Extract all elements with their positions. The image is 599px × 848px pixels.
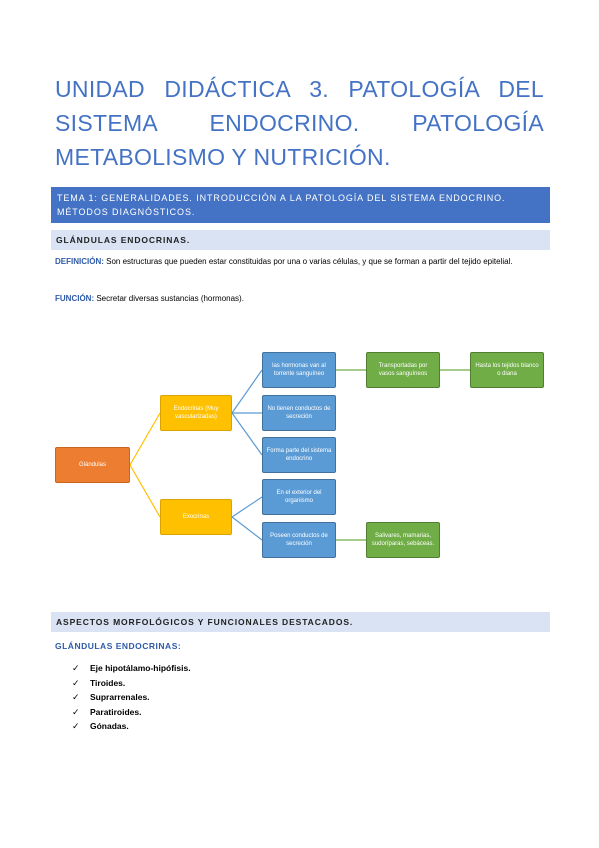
topic-banner: TEMA 1: GENERALIDADES. INTRODUCCIÓN A LA… [51, 187, 550, 223]
connector-exo-2 [231, 516, 263, 541]
node-endo-hormonas: las hormonas van al torrente sanguíneo [262, 352, 336, 388]
node-tejidos-diana: Hasta los tejidos blanco o diana [470, 352, 544, 388]
check-icon: ✓ [72, 663, 80, 673]
list-item: ✓Tiroides. [72, 676, 191, 691]
title-line-2: SISTEMA ENDOCRINO. PATOLOGÍA [55, 110, 544, 136]
check-icon: ✓ [72, 706, 80, 717]
list-item: ✓Eje hipotálamo-hipófisis. [72, 661, 191, 676]
topic-banner-line-2: MÉTODOS DIAGNÓSTICOS. [57, 207, 196, 217]
connector-root-endocrinas [129, 412, 161, 466]
node-exo-exterior: En el exterior del organismo [262, 479, 336, 515]
section-heading-aspectos: ASPECTOS MORFOLÓGICOS Y FUNCIONALES DEST… [51, 612, 550, 632]
section-heading-glandulas: GLÁNDULAS ENDOCRINAS. [51, 230, 550, 250]
definition-label: DEFINICIÓN: [55, 257, 104, 266]
node-exocrinas: Exocrinas [160, 499, 232, 535]
list-item: ✓Gónadas. [72, 719, 191, 734]
connector-exo-1 [231, 496, 263, 518]
topic-banner-line-1: TEMA 1: GENERALIDADES. INTRODUCCIÓN A LA… [57, 193, 506, 203]
connector-root-exocrinas [129, 464, 161, 518]
title-line-3: METABOLISMO Y NUTRICIÓN. [55, 144, 391, 170]
check-icon: ✓ [72, 677, 80, 688]
node-endocrinas: Endocrinas (Muy vascularizadas) [160, 395, 232, 431]
check-icon: ✓ [72, 721, 80, 731]
connector-endo-1 [231, 369, 263, 414]
list-item: ✓Paratiroides. [72, 705, 191, 720]
node-glandulas: Glándulas [55, 447, 130, 483]
connector-endo-3 [231, 412, 263, 456]
node-exo-conductos: Poseen conductos de secreción [262, 522, 336, 558]
title-line-1: UNIDAD DIDÁCTICA 3. PATOLOGÍA DEL [55, 76, 544, 102]
definition-text: Son estructuras que pueden estar constit… [103, 257, 513, 266]
node-endo-sistema: Forma parte del sistema endocrino [262, 437, 336, 473]
function-paragraph: FUNCIÓN: Secretar diversas sustancias (h… [55, 291, 545, 306]
node-endo-sin-conductos: No tienen conductos de secreción [262, 395, 336, 431]
function-text: Secretar diversas sustancias (hormonas). [94, 294, 244, 303]
check-icon: ✓ [72, 692, 80, 702]
node-exo-ejemplos: Salivares, mamarias, sudoríparas, sebáce… [366, 522, 440, 558]
document-title: UNIDAD DIDÁCTICA 3. PATOLOGÍA DEL SISTEM… [55, 72, 544, 174]
node-transportadas: Transportadas por vasos sanguíneos [366, 352, 440, 388]
gland-list: ✓Eje hipotálamo-hipófisis. ✓Tiroides. ✓S… [72, 661, 191, 734]
subheading-glandulas-endocrinas: GLÁNDULAS ENDOCRINAS: [55, 641, 182, 651]
function-label: FUNCIÓN: [55, 294, 95, 303]
list-item: ✓Suprarrenales. [72, 690, 191, 705]
definition-paragraph: DEFINICIÓN: Son estructuras que pueden e… [55, 254, 545, 269]
